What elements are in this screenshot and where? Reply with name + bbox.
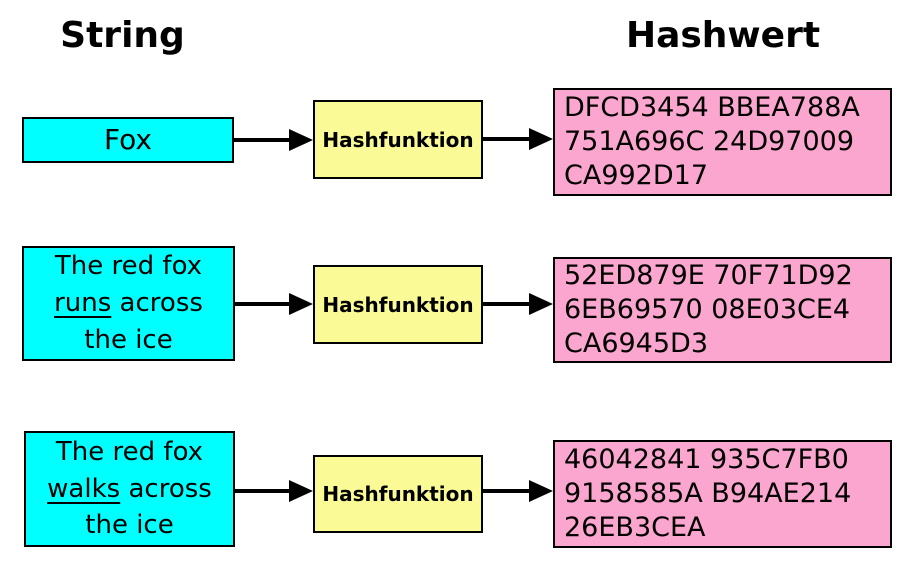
hash-function-box: Hashfunktion	[313, 100, 483, 179]
arrow-function-to-hash-icon	[483, 293, 553, 315]
arrow-function-to-hash-icon	[483, 480, 553, 502]
input-string-box: Fox	[22, 117, 234, 163]
hash-function-box: Hashfunktion	[313, 455, 483, 533]
arrow-function-to-hash-icon	[483, 128, 553, 150]
hash-function-box: Hashfunktion	[313, 265, 483, 344]
column-title-string: String	[60, 15, 185, 56]
arrow-input-to-function-icon	[234, 293, 313, 315]
arrow-input-to-function-icon	[233, 129, 313, 151]
arrow-input-to-function-icon	[234, 480, 313, 502]
column-title-hashwert: Hashwert	[625, 15, 821, 56]
